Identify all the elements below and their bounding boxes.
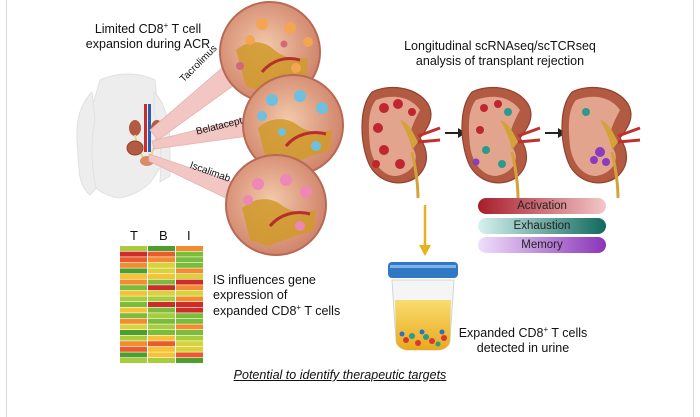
heatmap-cell <box>176 274 203 279</box>
zoom-circle-iscalimab <box>225 154 327 256</box>
heatmap-cell <box>176 318 203 324</box>
heatmap-header-b: B <box>159 228 168 243</box>
heatmap-cell <box>148 262 175 268</box>
legend-activation-label: Activation <box>517 200 567 212</box>
heatmap-cell <box>148 307 175 313</box>
heatmap-cell <box>120 285 147 291</box>
legend-memory-bar <box>478 237 606 253</box>
heatmap-cell <box>120 335 147 341</box>
right-border <box>693 0 694 417</box>
heatmap-cell <box>176 313 203 319</box>
heatmap-cell <box>120 251 147 257</box>
left-border <box>6 0 7 417</box>
heatmap-cell <box>120 346 147 352</box>
kidney-timepoint-1 <box>361 86 441 199</box>
heatmap-cell <box>120 313 147 319</box>
heatmap-cell <box>148 296 175 302</box>
heatmap-cell <box>120 318 147 324</box>
heatmap-cell <box>120 290 147 296</box>
heatmap-cell <box>176 335 203 341</box>
heatmap-cell <box>148 290 175 296</box>
heatmap-cell <box>176 302 203 307</box>
heatmap-cell <box>148 346 175 352</box>
heatmap-cell <box>148 352 175 358</box>
heatmap-cell <box>148 257 175 263</box>
heatmap-cell <box>148 324 175 330</box>
heatmap-cell <box>148 341 175 347</box>
heatmap-cell <box>176 330 203 335</box>
heatmap <box>120 246 203 363</box>
heatmap-cell <box>120 352 147 358</box>
legend-memory-label: Memory <box>521 239 563 251</box>
heatmap-cell <box>120 246 147 251</box>
down-arrow-head <box>419 245 431 256</box>
heatmap-cell <box>176 341 203 347</box>
heatmap-caption: IS influences gene expression of expande… <box>213 273 341 319</box>
heatmap-cell <box>176 307 203 313</box>
heatmap-cell <box>120 341 147 347</box>
heatmap-header-i: I <box>187 228 191 243</box>
heatmap-cell <box>148 279 175 285</box>
legend-exhaustion-label: Exhaustion <box>513 220 571 232</box>
heatmap-cell <box>148 358 175 363</box>
heatmap-cell <box>176 279 203 285</box>
heatmap-cell <box>120 324 147 330</box>
heatmap-cell <box>176 268 203 274</box>
heatmap-cell <box>176 285 203 291</box>
heatmap-cell <box>148 274 175 279</box>
urine-caption: Expanded CD8+ T cells detected in urine <box>458 325 588 356</box>
heatmap-cell <box>120 358 147 363</box>
heatmap-cell <box>120 307 147 313</box>
heatmap-cell <box>148 246 175 251</box>
bottom-note: Potential to identify therapeutic target… <box>233 368 447 382</box>
heatmap-cell <box>176 346 203 352</box>
heatmap-cell <box>148 335 175 341</box>
heatmap-cell <box>176 296 203 302</box>
heatmap-cell <box>148 268 175 274</box>
heatmap-cell <box>176 246 203 251</box>
heatmap-cell <box>120 257 147 263</box>
title-left: Limited CD8+ T cell expansion during ACR <box>85 21 211 52</box>
heatmap-cell <box>176 290 203 296</box>
legend-activation-bar <box>478 198 606 214</box>
heatmap-cell <box>176 251 203 257</box>
heatmap-cell <box>120 279 147 285</box>
heatmap-cell <box>120 268 147 274</box>
heatmap-cell <box>148 251 175 257</box>
heatmap-cell <box>148 313 175 319</box>
heatmap-header-t: T <box>130 228 138 243</box>
heatmap-cell <box>120 262 147 268</box>
heatmap-cell <box>120 296 147 302</box>
legend-exhaustion-bar <box>478 218 606 234</box>
heatmap-cell <box>176 262 203 268</box>
heatmap-cell <box>120 302 147 307</box>
heatmap-cell <box>176 352 203 358</box>
heatmap-cell <box>120 330 147 335</box>
heatmap-cell <box>176 257 203 263</box>
heatmap-cell <box>148 285 175 291</box>
kidney-timepoint-2 <box>461 86 541 199</box>
heatmap-cell <box>148 330 175 335</box>
urine-cup <box>388 262 458 351</box>
heatmap-cell <box>176 324 203 330</box>
heatmap-cell <box>120 274 147 279</box>
heatmap-cell <box>148 318 175 324</box>
kidney-timepoint-3 <box>561 86 641 199</box>
heatmap-cell <box>176 358 203 363</box>
heatmap-cell <box>148 302 175 307</box>
